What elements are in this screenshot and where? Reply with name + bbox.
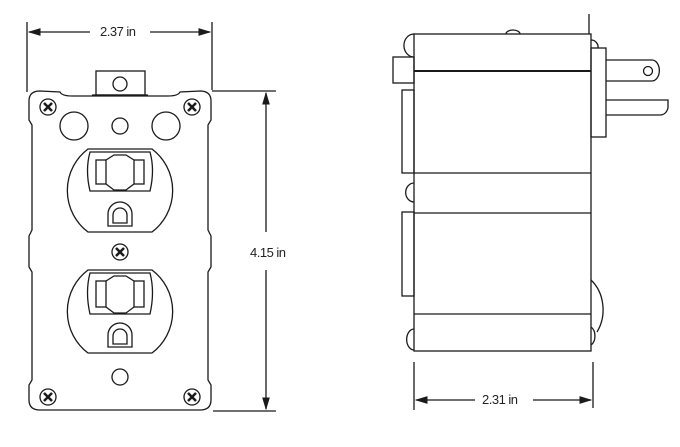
plug-base [590,47,607,138]
screw-icon [39,388,57,406]
bottom-hole [111,368,129,386]
center-hole [111,117,129,135]
front-height-dimension [212,90,276,412]
plug-prong [606,99,669,116]
screw-icon [183,98,201,116]
screw-icon [111,243,129,261]
front-height-label: 4.15 in [247,245,289,260]
side-depth-label: 2.31 in [479,392,521,407]
receptacle-bottom [66,269,174,354]
mounting-hole [151,111,181,141]
outlet-side-view [392,14,669,352]
screw-icon [183,388,201,406]
mounting-plate [28,90,212,411]
front-width-dimension [26,22,213,92]
body [413,33,592,352]
outlet-front-view [28,70,212,411]
mounting-hole [59,111,89,141]
side-tab [392,56,415,84]
front-width-label: 2.37 in [97,24,139,39]
screw-icon [39,98,57,116]
side-bump [590,279,604,333]
ground-knob [112,76,128,92]
side-depth-dimension [413,362,594,410]
receptacle-top [66,148,174,233]
plug-prong [606,59,660,82]
